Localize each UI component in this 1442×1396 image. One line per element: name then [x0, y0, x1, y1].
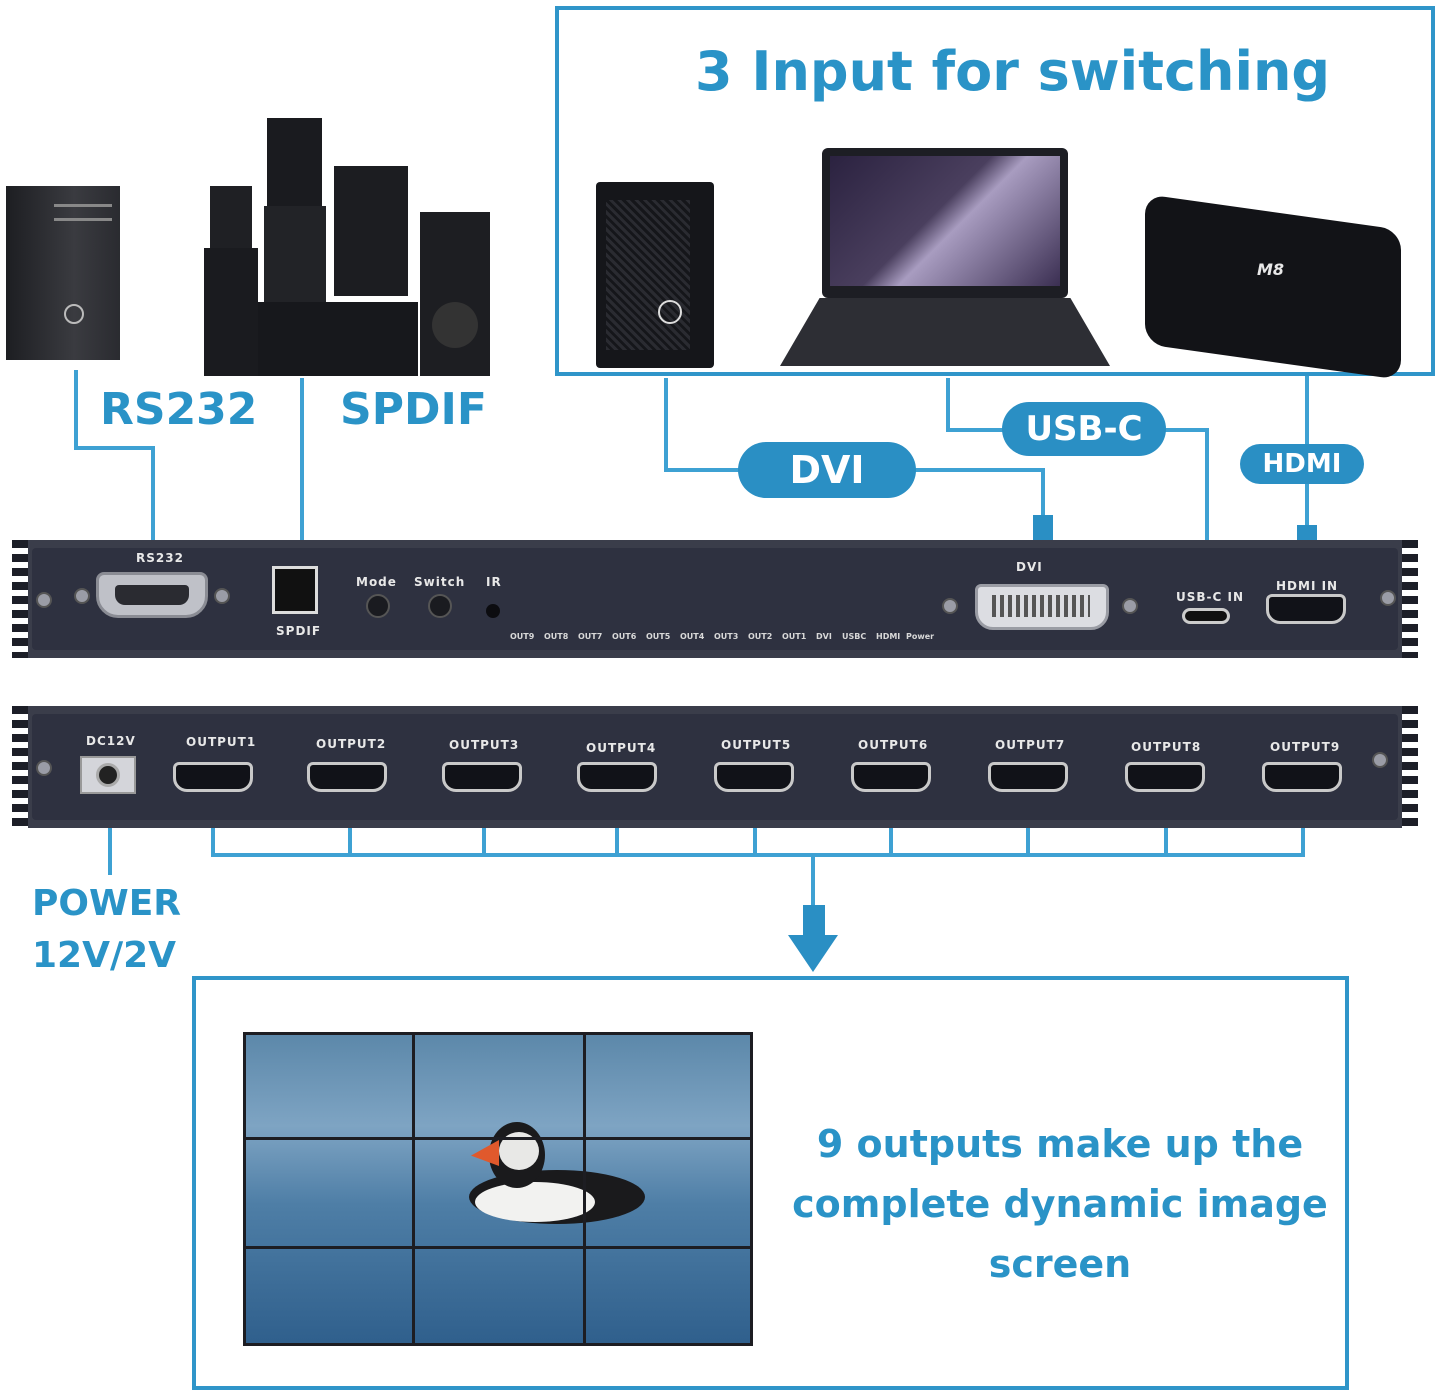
tv-box-icon: M8	[1145, 194, 1401, 380]
led-label: OUT4	[680, 632, 705, 641]
output2-port[interactable]	[307, 762, 387, 792]
usbc-pill: USB-C	[1002, 402, 1166, 456]
screw-icon	[1122, 598, 1138, 614]
led-label: OUT8	[544, 632, 569, 641]
led-label: OUT6	[612, 632, 637, 641]
puffin-icon	[469, 1116, 645, 1234]
output3-label: OUTPUT3	[449, 738, 520, 752]
output6-label: OUTPUT6	[858, 738, 929, 752]
usbc-in-label: USB-C IN	[1176, 590, 1245, 604]
output9-label: OUTPUT9	[1270, 740, 1341, 754]
screen-tile	[583, 1137, 753, 1249]
led-indicators: OUT9 OUT8 OUT7 OUT6 OUT5 OUT4 OUT3 OUT2 …	[510, 620, 940, 644]
screw-icon	[1380, 590, 1396, 606]
rs232-label: RS232	[100, 384, 258, 435]
screw-icon	[74, 588, 90, 604]
output4-label: OUTPUT4	[586, 741, 657, 755]
output1-port[interactable]	[173, 762, 253, 792]
led-label: HDMI	[876, 632, 901, 641]
screen-tile	[412, 1246, 586, 1346]
led-label: USBC	[842, 632, 867, 641]
input-sources-box	[555, 6, 1435, 376]
led-label: OUT1	[782, 632, 807, 641]
output5-port[interactable]	[714, 762, 794, 792]
output3-port[interactable]	[442, 762, 522, 792]
screw-icon	[1372, 752, 1388, 768]
output8-port[interactable]	[1125, 762, 1205, 792]
front-panel	[12, 540, 1418, 658]
video-wall-image	[243, 1032, 753, 1346]
rs232-port[interactable]	[96, 572, 208, 618]
dc-power-port[interactable]	[80, 756, 136, 794]
screen-tile	[583, 1246, 753, 1346]
screw-icon	[214, 588, 230, 604]
rs232-port-label: RS232	[136, 551, 184, 565]
switch-label: Switch	[414, 575, 466, 589]
led-label: Power	[906, 632, 935, 641]
led-label: DVI	[816, 632, 832, 641]
screen-tile	[243, 1137, 415, 1249]
output9-port[interactable]	[1262, 762, 1342, 792]
output5-label: OUTPUT5	[721, 738, 792, 752]
spdif-port[interactable]	[272, 566, 318, 614]
caption-line-2: complete dynamic image	[792, 1182, 1328, 1226]
mode-label: Mode	[356, 575, 397, 589]
ir-label: IR	[486, 575, 502, 589]
led-label: OUT9	[510, 632, 535, 641]
led-label: OUT7	[578, 632, 603, 641]
output-caption: 9 outputs make up the complete dynamic i…	[790, 1114, 1330, 1294]
screen-tile	[412, 1137, 586, 1249]
led-label: OUT5	[646, 632, 671, 641]
output1-label: OUTPUT1	[186, 735, 257, 749]
output6-port[interactable]	[851, 762, 931, 792]
output2-label: OUTPUT2	[316, 737, 387, 751]
led-label: OUT3	[714, 632, 739, 641]
tv-box-brand: M8	[1257, 260, 1285, 279]
dvi-port-label: DVI	[1016, 560, 1043, 574]
desktop-tower-icon	[596, 182, 714, 368]
power-spec-label: 12V/2V	[32, 935, 177, 976]
hdmi-pill: HDMI	[1240, 444, 1364, 484]
dvi-in-port[interactable]	[975, 584, 1109, 630]
screen-tile	[243, 1032, 415, 1140]
screen-tile	[583, 1032, 753, 1140]
caption-line-3: screen	[988, 1242, 1132, 1286]
ir-sensor	[486, 604, 500, 618]
caption-line-1: 9 outputs make up the	[816, 1122, 1304, 1166]
mode-button[interactable]	[366, 594, 390, 618]
screw-icon	[942, 598, 958, 614]
screen-tile	[412, 1032, 586, 1140]
dc-port-label: DC12V	[86, 734, 136, 748]
spdif-label: SPDIF	[340, 384, 487, 435]
led-label: OUT2	[748, 632, 773, 641]
usbc-in-port[interactable]	[1182, 608, 1230, 624]
output8-label: OUTPUT8	[1131, 740, 1202, 754]
switch-button[interactable]	[428, 594, 452, 618]
spdif-port-label: SPDIF	[276, 624, 322, 638]
hdmi-in-label: HDMI IN	[1276, 579, 1339, 593]
hdmi-in-port[interactable]	[1266, 594, 1346, 624]
output7-port[interactable]	[988, 762, 1068, 792]
output-display-box	[192, 976, 1349, 1390]
output7-label: OUTPUT7	[995, 738, 1066, 752]
screen-tile	[243, 1246, 415, 1346]
screw-icon	[36, 592, 52, 608]
power-label: POWER	[32, 883, 182, 924]
speaker-system-icon	[200, 118, 490, 376]
hp-tower-icon	[6, 186, 120, 360]
laptop-icon	[780, 148, 1110, 370]
input-box-title: 3 Input for switching	[695, 40, 1331, 103]
output4-port[interactable]	[577, 762, 657, 792]
screw-icon	[36, 760, 52, 776]
dvi-pill: DVI	[738, 442, 916, 498]
